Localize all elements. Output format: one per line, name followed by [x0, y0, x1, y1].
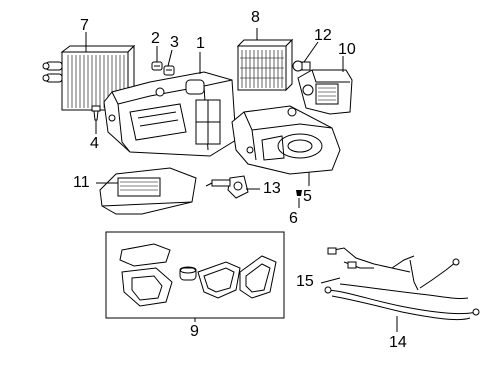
- evaporator-core: [236, 38, 294, 92]
- callout-10: 10: [338, 41, 356, 58]
- blower-housing: [297, 69, 353, 115]
- callout-2: 2: [151, 30, 160, 47]
- callout-15: 15: [296, 273, 314, 290]
- callout-4: 4: [90, 135, 99, 152]
- gasket-kit: [105, 231, 285, 319]
- callout-1: 1: [196, 35, 205, 52]
- screw-6: [296, 190, 302, 196]
- callout-5: 5: [303, 188, 312, 205]
- lower-case: [231, 105, 341, 175]
- connector-13: [205, 175, 249, 199]
- callout-13: 13: [263, 180, 281, 197]
- callout-12: 12: [314, 27, 332, 44]
- callout-6: 6: [289, 210, 298, 227]
- fastener-4: [91, 105, 101, 121]
- callout-14: 14: [389, 334, 407, 351]
- clip-3: [163, 65, 175, 76]
- plug-12: [292, 60, 311, 72]
- callout-9: 9: [190, 323, 199, 340]
- heater-case: [103, 71, 237, 157]
- wire-harness: [324, 247, 480, 321]
- heater-core: [42, 44, 136, 112]
- callout-7: 7: [80, 17, 89, 34]
- callout-3: 3: [170, 34, 179, 51]
- clip-2: [151, 61, 163, 71]
- callout-11: 11: [73, 174, 90, 191]
- leader-lines: [85, 28, 398, 332]
- callout-8: 8: [251, 9, 260, 26]
- filter-door: [99, 167, 197, 215]
